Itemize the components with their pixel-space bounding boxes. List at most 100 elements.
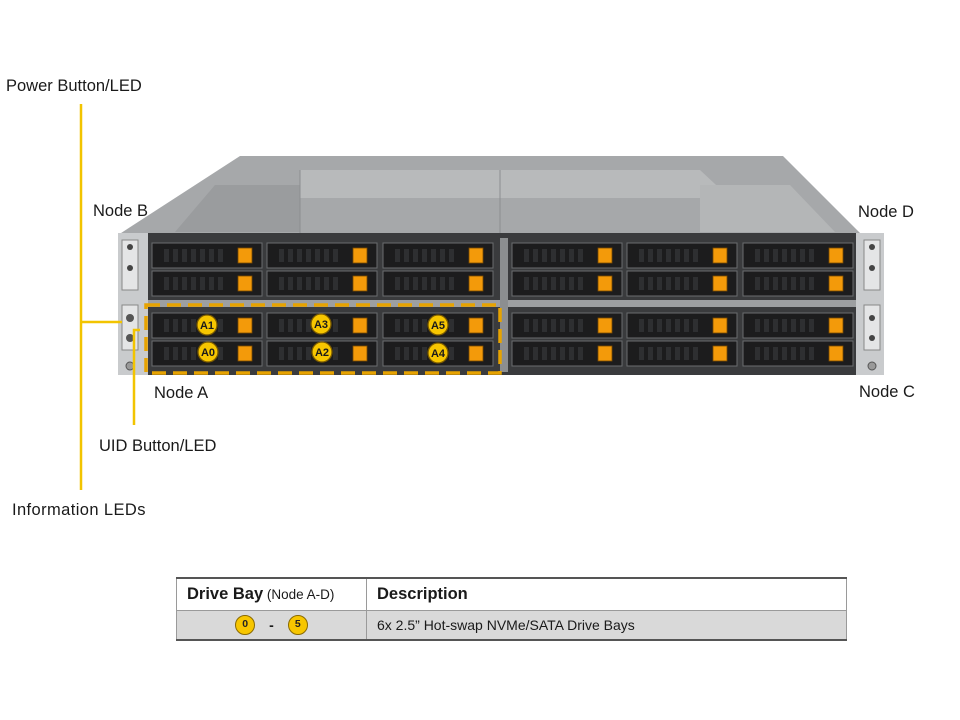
drive-release-tab[interactable] (468, 345, 484, 362)
drive-release-tab[interactable] (828, 317, 844, 334)
drive-vent (191, 249, 196, 262)
drive-vent (773, 277, 778, 290)
drive-vent (657, 319, 662, 332)
drive-vent (182, 249, 187, 262)
drive-vent (657, 277, 662, 290)
drive-release-tab[interactable] (712, 317, 728, 334)
drive-vent (333, 319, 338, 332)
drive-vent (551, 319, 556, 332)
drive-vent (560, 277, 565, 290)
drive-vent (449, 347, 454, 360)
drive-vent (773, 319, 778, 332)
drive-vent (533, 347, 538, 360)
drive-vent (782, 249, 787, 262)
drive-vent (755, 347, 760, 360)
drive-vent (684, 277, 689, 290)
drive-vent (578, 347, 583, 360)
drive-release-tab[interactable] (237, 317, 253, 334)
drive-bay[interactable] (742, 312, 854, 339)
drive-release-tab[interactable] (597, 317, 613, 334)
drive-vent (164, 347, 169, 360)
drive-vent (306, 347, 311, 360)
node-a-label: Node A (154, 384, 209, 402)
drive-vent (675, 277, 680, 290)
drive-release-tab[interactable] (468, 275, 484, 292)
drive-vent (569, 347, 574, 360)
drive-release-tab[interactable] (237, 275, 253, 292)
drive-badge (427, 314, 449, 336)
drive-vent (578, 319, 583, 332)
drive-vent (413, 319, 418, 332)
power-button[interactable] (126, 314, 134, 322)
drive-vent (569, 319, 574, 332)
legend-row: 0-5 6x 2.5” Hot-swap NVMe/SATA Drive Bay… (176, 610, 847, 641)
drive-vent (524, 347, 529, 360)
drive-release-tab[interactable] (237, 345, 253, 362)
drive-release-tab[interactable] (468, 317, 484, 334)
drive-release-tab[interactable] (712, 275, 728, 292)
drive-vent (809, 347, 814, 360)
drive-release-tab[interactable] (352, 345, 368, 362)
drive-release-tab[interactable] (237, 247, 253, 264)
bay-number-badge-end: 5 (287, 615, 308, 635)
node-a-highlight (144, 303, 502, 375)
drive-vent (569, 277, 574, 290)
drive-vent (315, 249, 320, 262)
drive-vent (333, 249, 338, 262)
drive-release-tab[interactable] (712, 247, 728, 264)
drive-release-tab[interactable] (597, 275, 613, 292)
drive-vent (578, 277, 583, 290)
drive-vent (288, 319, 293, 332)
drive-vent (288, 277, 293, 290)
drive-vent (800, 347, 805, 360)
drive-vent (306, 319, 311, 332)
drive-vent (809, 249, 814, 262)
drive-release-tab[interactable] (828, 275, 844, 292)
uid-button[interactable] (126, 334, 134, 342)
drive-release-tab[interactable] (597, 247, 613, 264)
information-leds-label: Information LEDs (12, 501, 146, 519)
drive-release-tab[interactable] (712, 345, 728, 362)
drive-vent (218, 319, 223, 332)
drive-vent (578, 249, 583, 262)
legend-header-row: Drive Bay (Node A-D) Description (176, 577, 847, 611)
drive-vent (639, 347, 644, 360)
drive-release-tab[interactable] (828, 345, 844, 362)
drive-vent (755, 277, 760, 290)
drive-vent (279, 249, 284, 262)
drive-vent (648, 277, 653, 290)
drive-vent (773, 249, 778, 262)
drive-vent (173, 249, 178, 262)
drive-release-tab[interactable] (352, 275, 368, 292)
drive-release-tab[interactable] (828, 247, 844, 264)
drive-vent (209, 249, 214, 262)
drive-vent (764, 347, 769, 360)
drive-badge-label: A0 (201, 347, 215, 359)
drive-release-tab[interactable] (352, 317, 368, 334)
drive-vent (560, 319, 565, 332)
power-button-label: Power Button/LED (6, 77, 142, 95)
chassis-top-right-panel (700, 185, 835, 232)
drive-vent (431, 277, 436, 290)
drive-release-tab[interactable] (597, 345, 613, 362)
node-range-note: (Node A-D) (263, 587, 335, 602)
drive-release-tab[interactable] (352, 247, 368, 264)
drive-vent (191, 347, 196, 360)
drive-vent (218, 347, 223, 360)
drive-vent (809, 277, 814, 290)
drive-vent (666, 319, 671, 332)
drive-vent (279, 347, 284, 360)
drive-vent (413, 347, 418, 360)
drive-vent (800, 249, 805, 262)
drive-vent (782, 319, 787, 332)
drive-vent (639, 319, 644, 332)
drive-vent (693, 277, 698, 290)
drive-vent (648, 249, 653, 262)
drive-vent (666, 277, 671, 290)
drive-bay-header: Drive Bay (Node A-D) (176, 577, 367, 611)
drive-vent (306, 249, 311, 262)
drive-vent (524, 319, 529, 332)
drive-release-tab[interactable] (468, 247, 484, 264)
drive-vent (791, 249, 796, 262)
